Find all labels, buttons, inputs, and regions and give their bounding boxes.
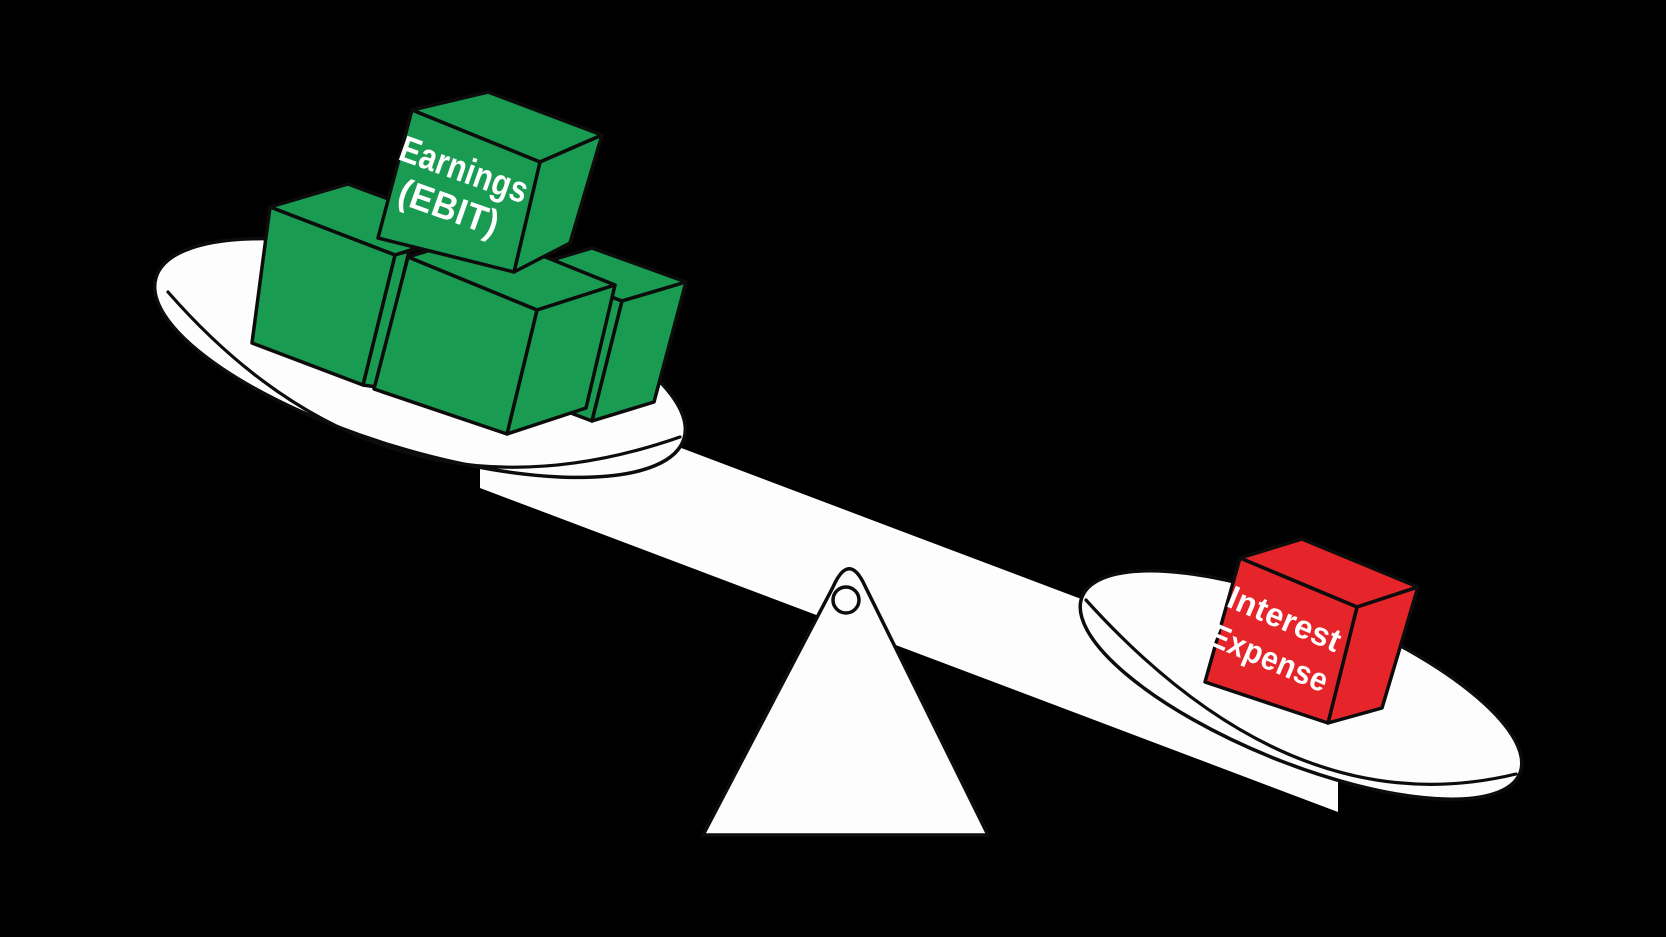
cube-front-face bbox=[250, 205, 397, 387]
interest-expense-cube: Interest Expense bbox=[1203, 537, 1420, 725]
cube-front-face bbox=[376, 108, 542, 274]
cube-front-face bbox=[1203, 556, 1359, 725]
seesaw-beam bbox=[480, 372, 1338, 812]
fulcrum-triangle bbox=[701, 567, 990, 837]
earnings-cube-stack: Earnings (EBIT) bbox=[250, 90, 688, 436]
cube-side-face bbox=[590, 280, 688, 423]
fulcrum bbox=[701, 567, 990, 837]
earnings-cube-top: Earnings (EBIT) bbox=[376, 90, 604, 274]
cube-front-face bbox=[372, 255, 539, 436]
left-pan-rim-line bbox=[166, 290, 682, 469]
pivot-hole-icon bbox=[831, 585, 861, 615]
right-pan-rim-line bbox=[1084, 598, 1518, 786]
